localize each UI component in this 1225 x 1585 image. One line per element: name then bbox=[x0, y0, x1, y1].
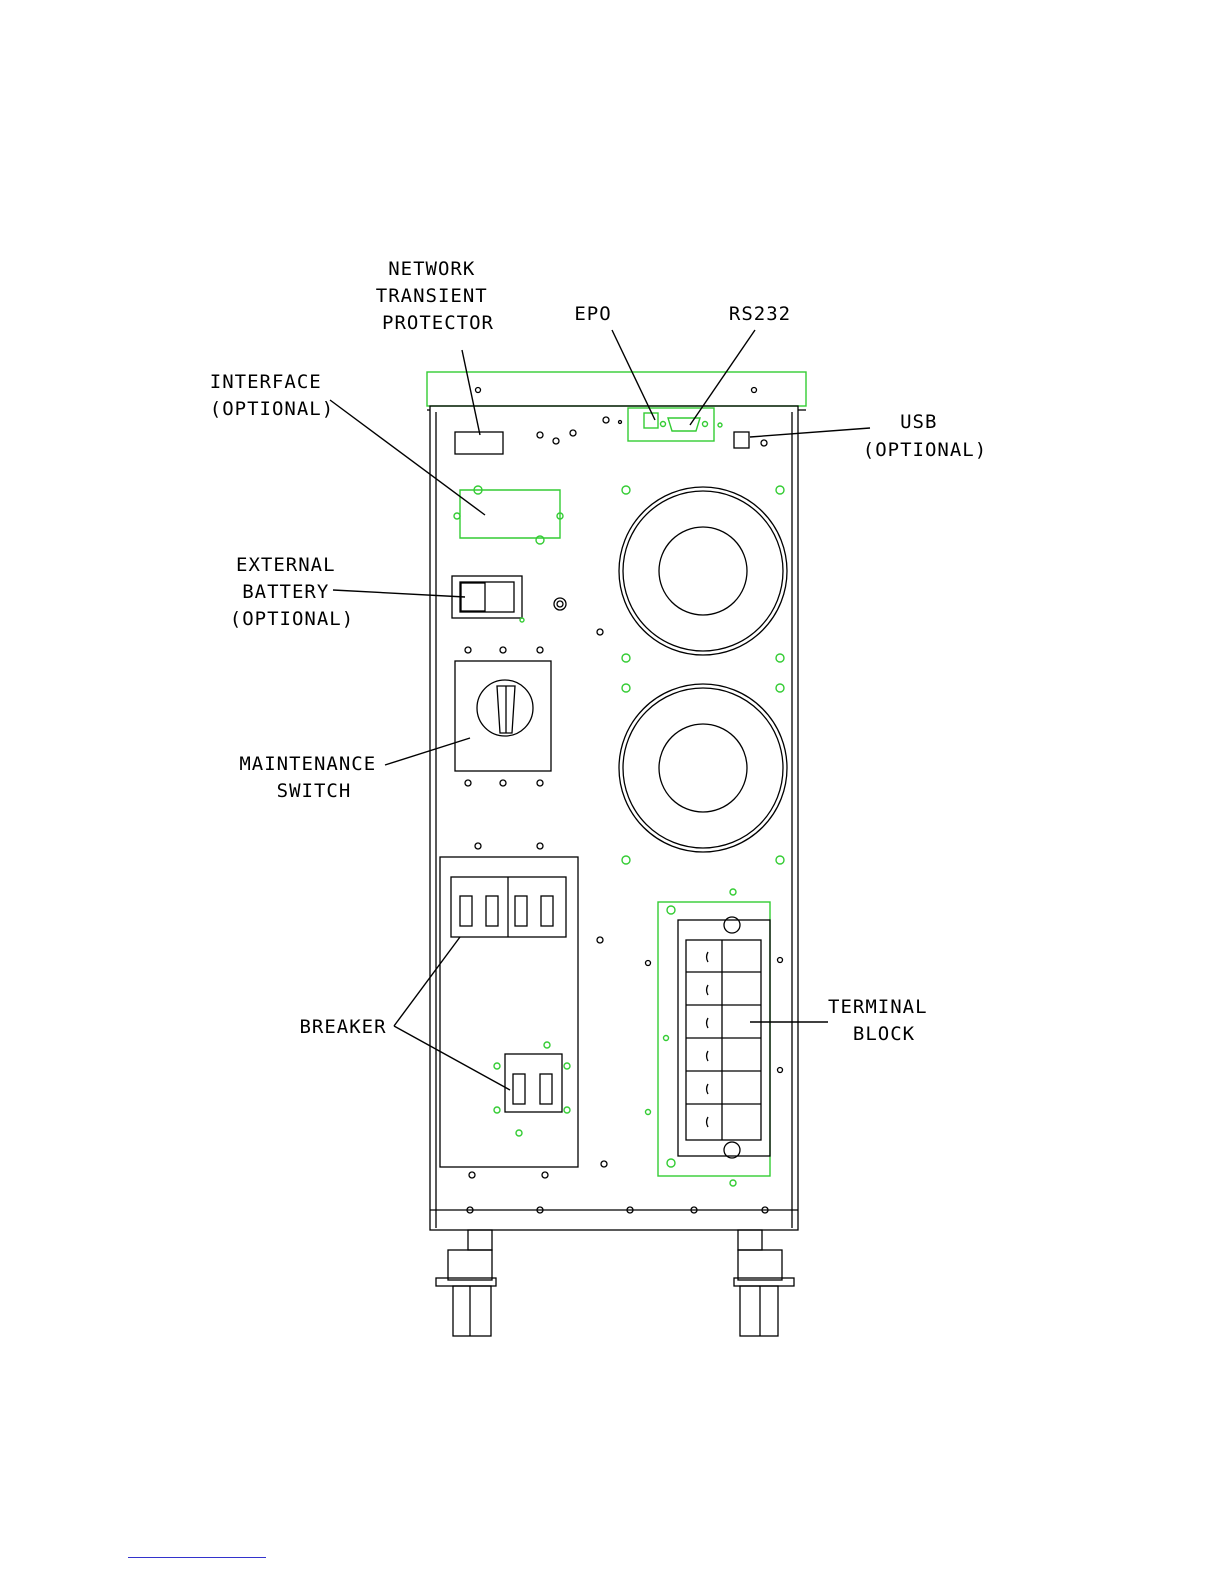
epo-rs232-plate bbox=[628, 408, 722, 441]
label-usb: USB (OPTIONAL) bbox=[863, 411, 987, 461]
cooling-fan-upper bbox=[597, 486, 787, 662]
label-network-transient-protector: NETWORK TRANSIENT PROTECTOR bbox=[376, 258, 500, 334]
label-external-battery: EXTERNAL BATTERY (OPTIONAL) bbox=[230, 554, 354, 630]
label-epo: EPO bbox=[574, 303, 611, 325]
network-transient-protector-port bbox=[455, 432, 503, 454]
label-rs232: RS232 bbox=[729, 303, 791, 325]
label-maintenance-switch: MAINTENANCE SWITCH bbox=[239, 753, 388, 802]
label-interface-line1: INTERFACE bbox=[210, 371, 322, 393]
label-tb-line2: BLOCK bbox=[853, 1023, 915, 1045]
label-terminal-block: TERMINAL BLOCK bbox=[828, 996, 940, 1045]
label-eb-line3: (OPTIONAL) bbox=[230, 608, 354, 630]
interface-slot bbox=[454, 486, 563, 544]
maintenance-switch bbox=[455, 647, 551, 786]
label-ntp-line1: NETWORK bbox=[388, 258, 475, 280]
label-ntp-line2: TRANSIENT bbox=[376, 285, 488, 307]
caster-left bbox=[436, 1230, 496, 1336]
label-interface: INTERFACE (OPTIONAL) bbox=[210, 371, 334, 420]
terminal-block bbox=[646, 889, 783, 1186]
label-ms-line2: SWITCH bbox=[277, 780, 352, 802]
rs232-connector bbox=[668, 418, 700, 431]
label-ms-line1: MAINTENANCE bbox=[239, 753, 376, 775]
label-interface-line2: (OPTIONAL) bbox=[210, 398, 334, 420]
external-battery-connector bbox=[452, 576, 566, 622]
label-usb-line2: (OPTIONAL) bbox=[863, 439, 987, 461]
cooling-fan-lower bbox=[619, 684, 787, 864]
label-tb-line1: TERMINAL bbox=[828, 996, 928, 1018]
breaker-panel bbox=[440, 843, 578, 1178]
top-screws bbox=[537, 417, 622, 444]
label-eb-line2: BATTERY bbox=[242, 581, 329, 603]
leader-lines bbox=[330, 330, 870, 1090]
footer-rule bbox=[128, 1557, 266, 1558]
label-usb-line1: USB bbox=[900, 411, 937, 433]
label-breaker: BREAKER bbox=[299, 1016, 386, 1038]
epo-connector bbox=[644, 413, 658, 428]
label-ntp-line3: PROTECTOR bbox=[382, 312, 494, 334]
bottom-screws bbox=[467, 937, 768, 1213]
label-eb-line1: EXTERNAL bbox=[236, 554, 336, 576]
usb-port bbox=[734, 432, 749, 448]
caster-right bbox=[734, 1230, 794, 1336]
